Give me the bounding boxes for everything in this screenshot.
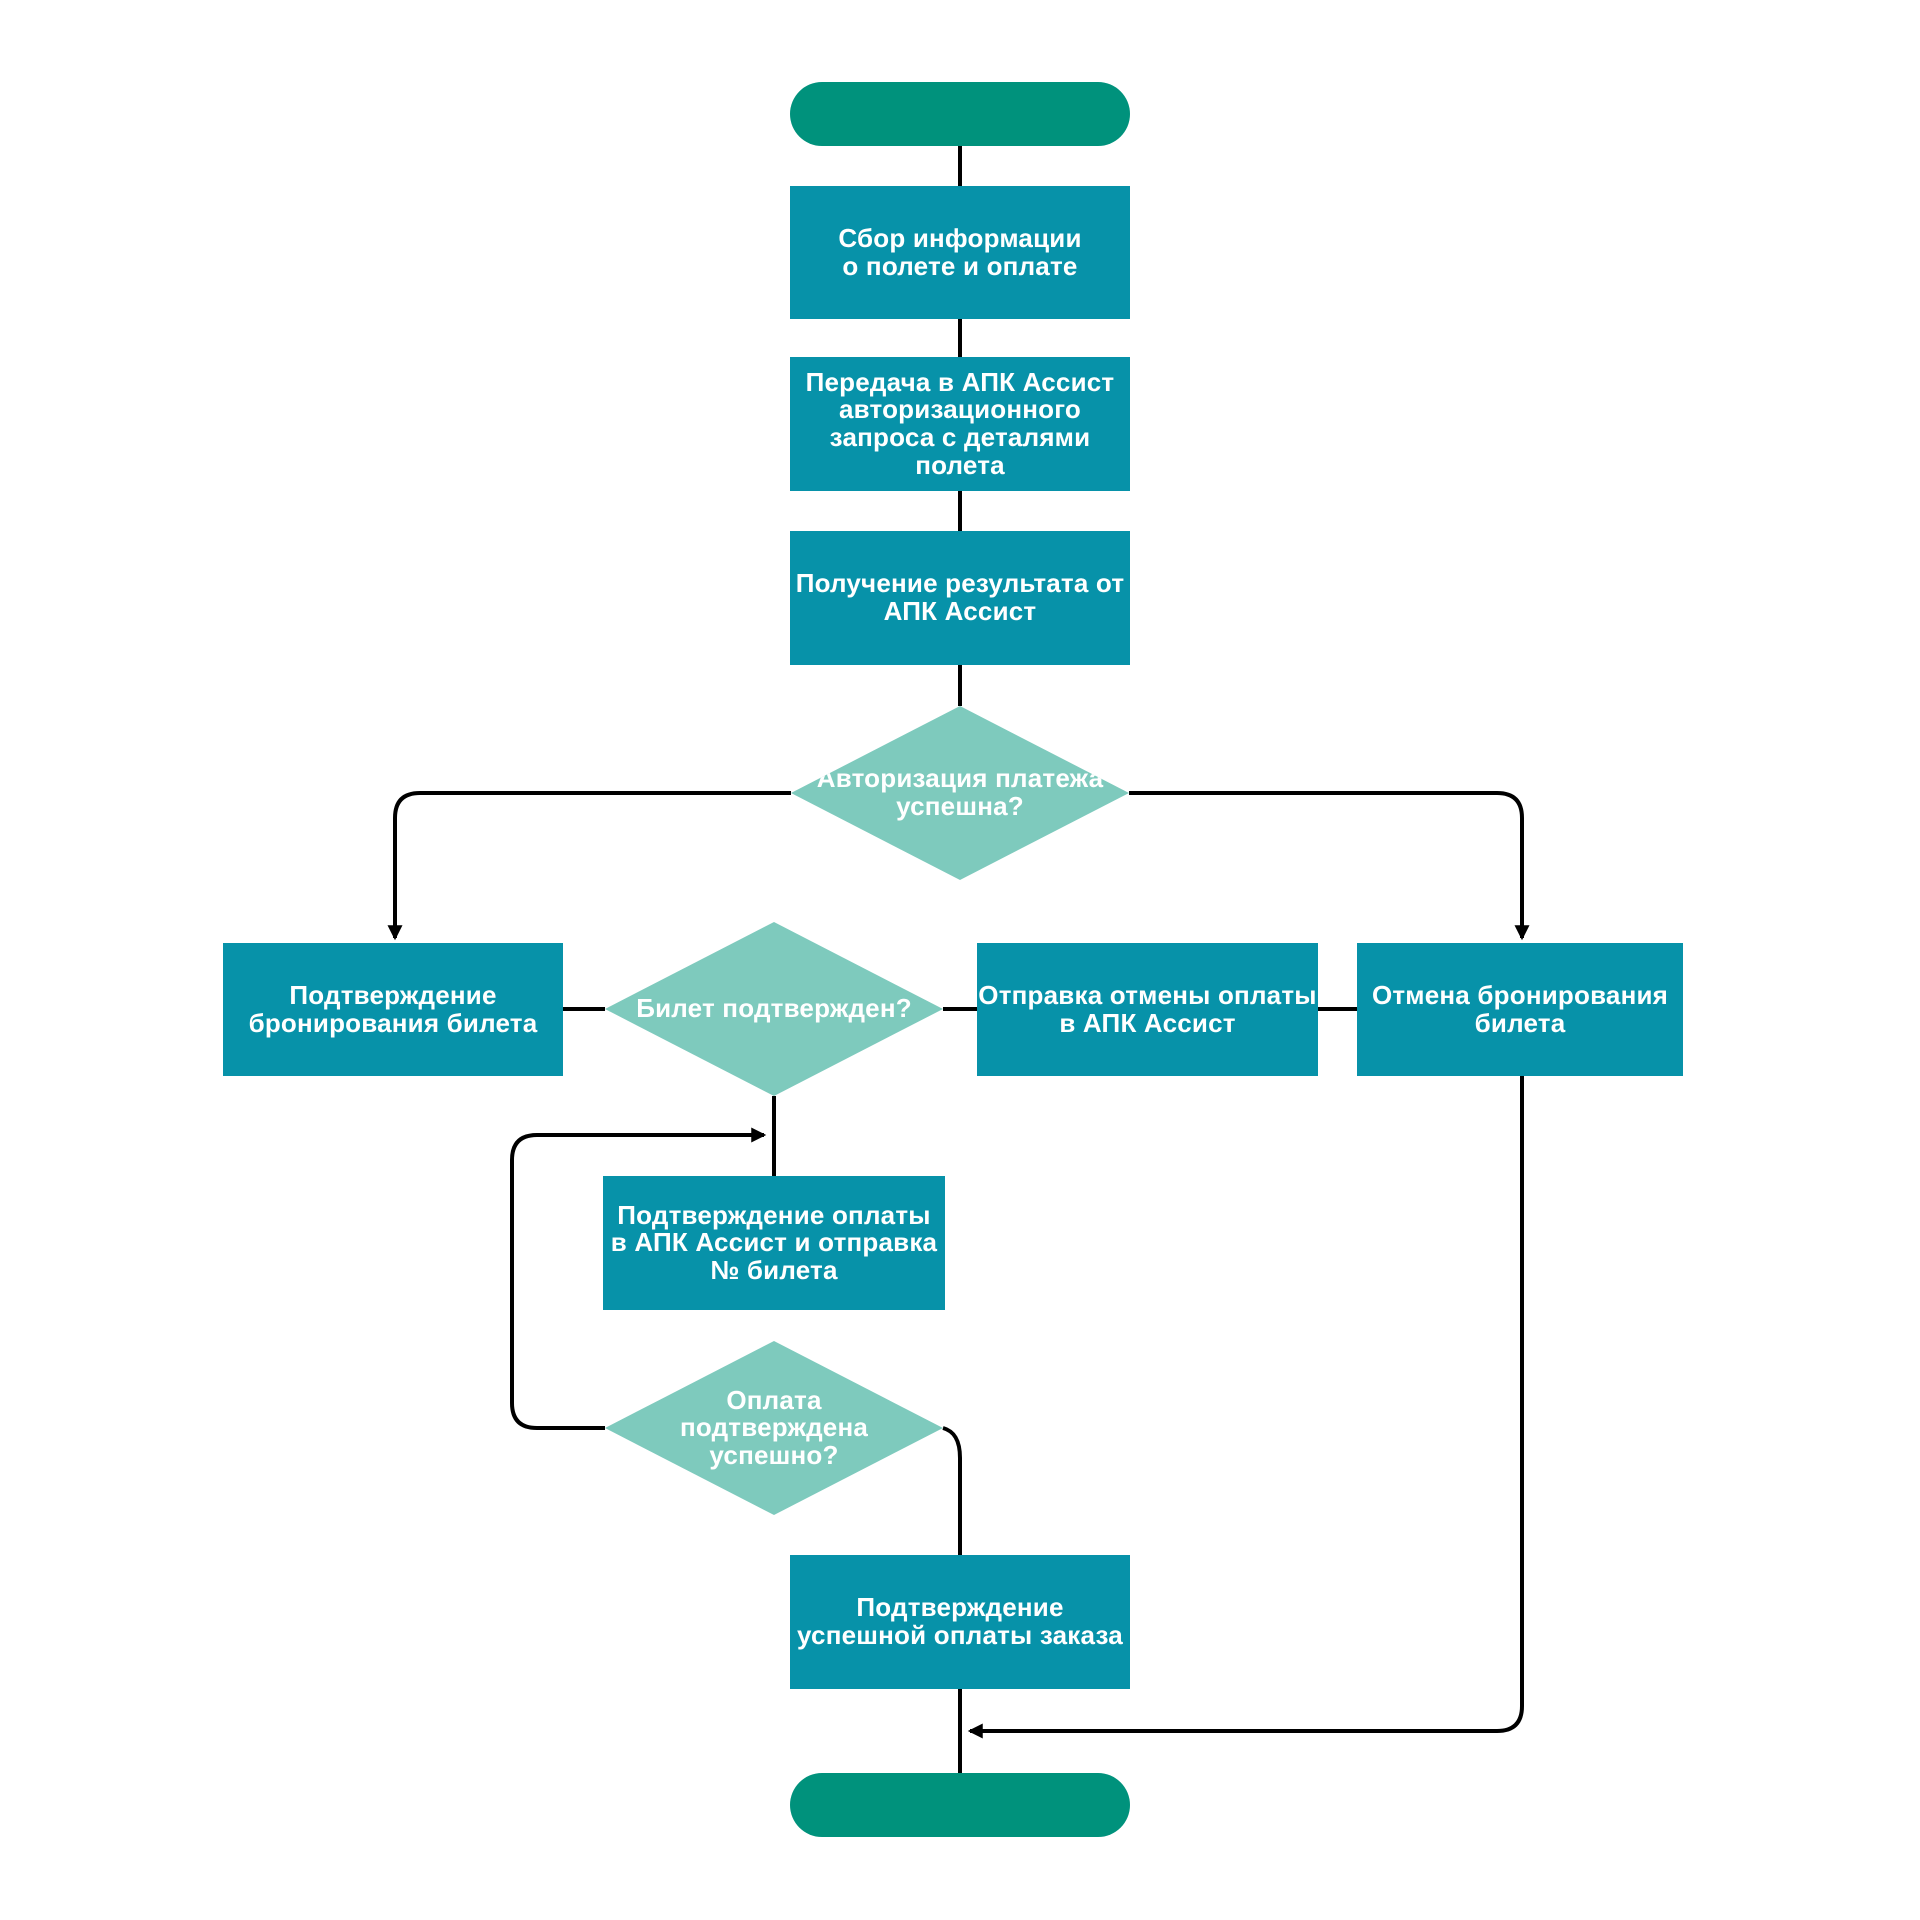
node-cancel-booking: Отмена бронирования билета bbox=[1357, 943, 1683, 1076]
node-start-terminator bbox=[790, 82, 1130, 146]
node-receive-result: Получение результата от АПК Ассист bbox=[790, 531, 1130, 665]
edge-payment-decision-loop-to-confirm-payment bbox=[510, 1127, 767, 1430]
node-send-auth-request: Передача в АПК Ассист авторизационного з… bbox=[790, 357, 1130, 491]
edge-auth-decision-to-cancel-booking bbox=[1129, 791, 1530, 941]
edge-payment-decision-to-confirm-order bbox=[942, 1426, 962, 1555]
edge-cancel-booking-to-end bbox=[967, 1076, 1524, 1739]
node-confirm-order-payment: Подтверждение успешной оплаты заказа bbox=[790, 1555, 1130, 1689]
node-end-terminator bbox=[790, 1773, 1130, 1837]
node-collect-info: Сбор информации о полете и оплате bbox=[790, 186, 1130, 319]
node-send-payment-cancel: Отправка отмены оплаты в АПК Ассист bbox=[977, 943, 1318, 1076]
node-confirm-booking: Подтверждение бронирования билета bbox=[223, 943, 563, 1076]
node-confirm-payment-send-ticket: Подтверждение оплаты в АПК Ассист и отпр… bbox=[603, 1176, 945, 1310]
edge-auth-decision-to-confirm-booking bbox=[387, 791, 791, 941]
